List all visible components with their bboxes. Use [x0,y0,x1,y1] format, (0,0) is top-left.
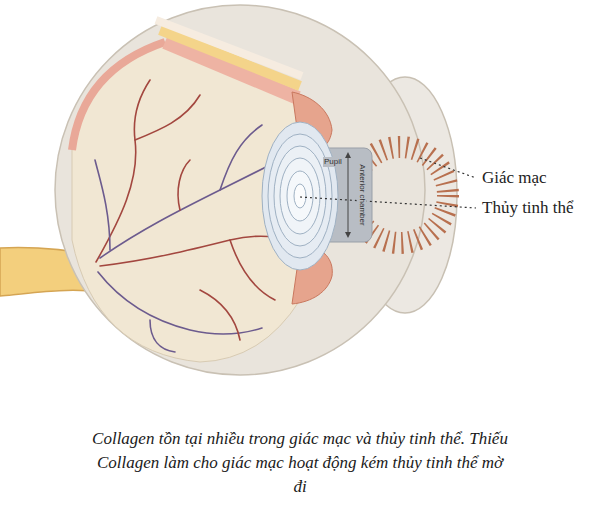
pupil-arrow [348,154,349,236]
sclera [55,5,425,375]
lens [262,122,338,270]
part-label: Giác mạc [480,168,549,188]
choroid-layer [160,30,300,86]
pupil-arrowheads [345,152,351,238]
caption: Collagen tồn tại nhiều trong giác mạc và… [90,427,510,499]
part-label: Thủy tinh thể [480,198,576,218]
leader-line [420,158,476,178]
sclera-layer [156,20,302,76]
part-label: Anterior chamber [357,163,367,226]
part-label: Pupil [323,157,343,167]
leader-line [300,197,476,208]
blood-vessels [95,80,290,352]
